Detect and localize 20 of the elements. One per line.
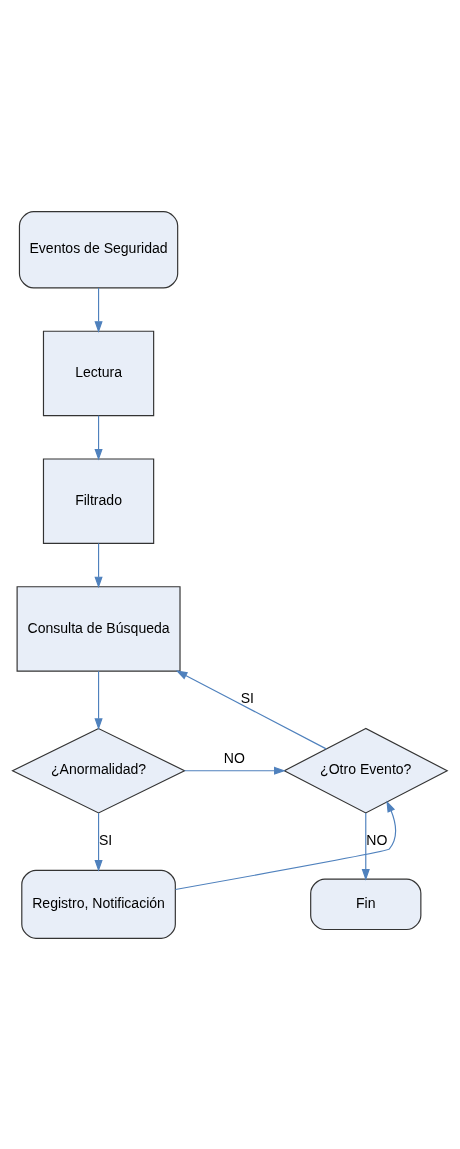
arrow xyxy=(94,811,103,872)
arrow xyxy=(94,414,103,461)
node-box: Eventos de Seguridad xyxy=(18,210,179,288)
arrow xyxy=(94,542,103,588)
arrow xyxy=(184,766,286,775)
arrow xyxy=(174,799,397,890)
node-box: Filtrado xyxy=(42,457,155,544)
arrow xyxy=(94,670,103,730)
edge-label: SI xyxy=(240,689,255,706)
edge-label: NO xyxy=(366,831,388,848)
node-diamond: ¿Anormalidad? xyxy=(11,727,186,814)
arrow xyxy=(361,811,370,881)
node-box: Fin xyxy=(310,878,422,930)
edge-label: SI xyxy=(98,831,113,848)
arrow xyxy=(94,286,103,333)
node-box: Consulta de Búsqueda xyxy=(16,585,181,672)
node-box: Lectura xyxy=(42,330,155,416)
edge-label: NO xyxy=(223,749,245,766)
arrow xyxy=(175,669,327,749)
node-box: Registro, Notificación xyxy=(21,869,176,939)
